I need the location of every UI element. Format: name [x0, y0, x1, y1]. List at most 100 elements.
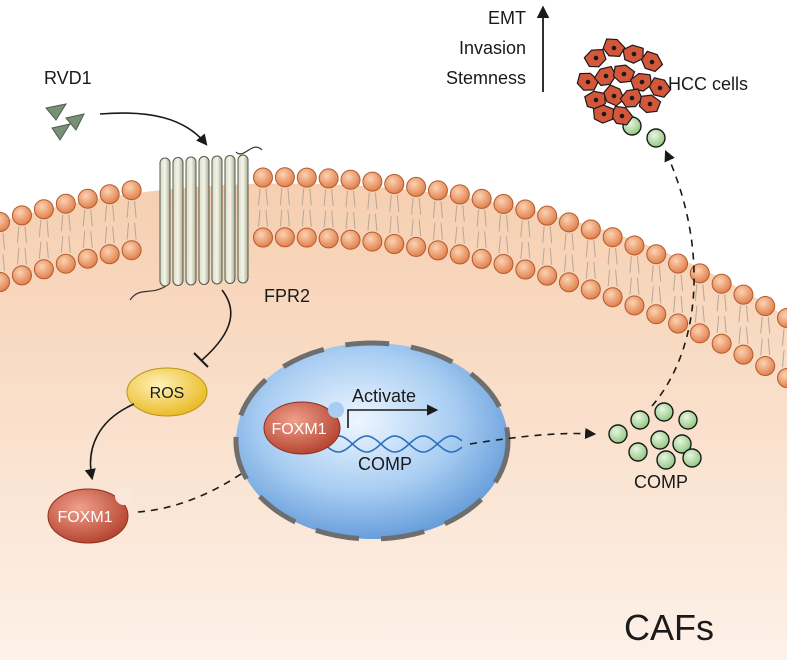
- lipid-tail: [38, 220, 42, 237]
- lipid-tail: [745, 326, 749, 344]
- effect-stemness: Stemness: [446, 68, 526, 88]
- lipid-head: [406, 236, 427, 257]
- lipid-head: [77, 248, 98, 269]
- hcc-cell: [584, 90, 606, 110]
- lipid-tail: [767, 338, 771, 356]
- comp-gene-label: COMP: [358, 454, 412, 474]
- hcc-cell: [576, 72, 600, 91]
- lipid-tail: [716, 316, 720, 333]
- lipid-tail: [432, 201, 436, 219]
- lipid-head: [296, 167, 317, 188]
- lipid-head: [755, 296, 776, 317]
- lipid-head: [558, 272, 579, 293]
- lipid-head: [515, 199, 536, 220]
- lipid-tail: [331, 189, 334, 207]
- lipid-tail: [104, 226, 108, 244]
- lipid-tail: [265, 209, 268, 227]
- comp-secretion-arrow: [651, 149, 695, 407]
- lipid-tail: [68, 214, 71, 232]
- cell-membrane: [0, 167, 787, 388]
- lipid-head: [318, 168, 339, 189]
- inhibition-bar: [193, 352, 209, 368]
- lipid-tail: [418, 197, 422, 215]
- fpr2-inhibits-ros-line: [201, 289, 232, 361]
- lipid-head: [318, 228, 339, 249]
- lipid-tail: [673, 274, 676, 292]
- receptor-helix: [198, 156, 210, 285]
- lipid-head: [296, 227, 317, 248]
- hcc-cell: [592, 104, 615, 124]
- lipid-tail: [345, 190, 349, 208]
- fpr2-receptor: [129, 146, 263, 301]
- lipid-tail: [134, 222, 137, 240]
- lipid-head: [624, 235, 645, 256]
- lipid-tail: [629, 277, 632, 295]
- lipid-head: [0, 272, 10, 292]
- lipid-tail: [82, 231, 86, 248]
- lipid-head: [537, 205, 558, 226]
- lipid-tail: [353, 190, 356, 208]
- hcc-cell: [640, 50, 664, 73]
- lipid-head: [471, 188, 492, 209]
- lipid-tail: [636, 277, 640, 295]
- lipid-head: [11, 265, 32, 286]
- lipid-tail: [134, 200, 137, 218]
- lipid-head: [449, 184, 470, 205]
- lipid-head: [777, 308, 787, 328]
- lipid-head: [777, 368, 787, 388]
- lipid-tail: [60, 236, 64, 253]
- lipid-head: [602, 287, 623, 308]
- lipid-tail: [498, 214, 501, 232]
- lipid-tail: [279, 209, 283, 227]
- nucleus: [233, 340, 511, 542]
- hcc-cell: [603, 84, 625, 107]
- lipid-head: [711, 333, 732, 354]
- lipid-tail: [2, 254, 5, 272]
- lipid-tail: [782, 350, 785, 368]
- lipid-tail: [60, 214, 64, 232]
- lipid-head: [602, 227, 623, 248]
- lipid-tail: [396, 216, 400, 234]
- lipid-tail: [46, 220, 49, 237]
- lipid-tail: [367, 192, 370, 210]
- foxm1-nuclear-node: [263, 401, 344, 455]
- lipid-tail: [738, 326, 741, 344]
- comp-protein-cluster: [608, 402, 702, 470]
- lipid-head: [515, 259, 536, 280]
- lipid-tail: [527, 220, 531, 238]
- fpr2-label: FPR2: [264, 286, 310, 306]
- ros-label: ROS: [150, 385, 185, 402]
- lipid-tail: [454, 226, 458, 244]
- lipid-head: [121, 240, 142, 261]
- comp-protein: [654, 402, 674, 422]
- lipid-head: [55, 193, 76, 214]
- lipid-tail: [484, 209, 487, 227]
- lipid-tail: [396, 194, 400, 212]
- hcc-cells-label: HCC cells: [668, 74, 748, 94]
- receptor-helix: [237, 154, 249, 284]
- ros-to-foxm1-arrow: [84, 403, 135, 481]
- receptor-helix: [159, 157, 171, 287]
- lipid-head: [253, 167, 273, 188]
- lipid-head: [0, 212, 10, 232]
- lipid-tail: [724, 294, 727, 312]
- lipid-head: [340, 169, 361, 190]
- lipid-tail: [571, 233, 574, 250]
- lipid-head: [558, 212, 579, 233]
- lipid-tail: [104, 204, 108, 222]
- lipid-head: [384, 174, 405, 194]
- hcc-cell: [602, 38, 626, 57]
- lipid-head: [274, 227, 295, 248]
- lipid-tail: [46, 241, 49, 259]
- lipid-head: [537, 265, 558, 286]
- lipid-head: [406, 176, 427, 197]
- rvd1-label: RVD1: [44, 68, 92, 88]
- lipid-tail: [462, 226, 465, 244]
- lipid-tail: [505, 214, 509, 232]
- comp-protein: [682, 448, 702, 468]
- lipid-head: [493, 253, 514, 274]
- lipid-tail: [716, 294, 720, 312]
- rvd1-binding-arrow: [99, 112, 208, 146]
- lipid-tail: [542, 248, 545, 265]
